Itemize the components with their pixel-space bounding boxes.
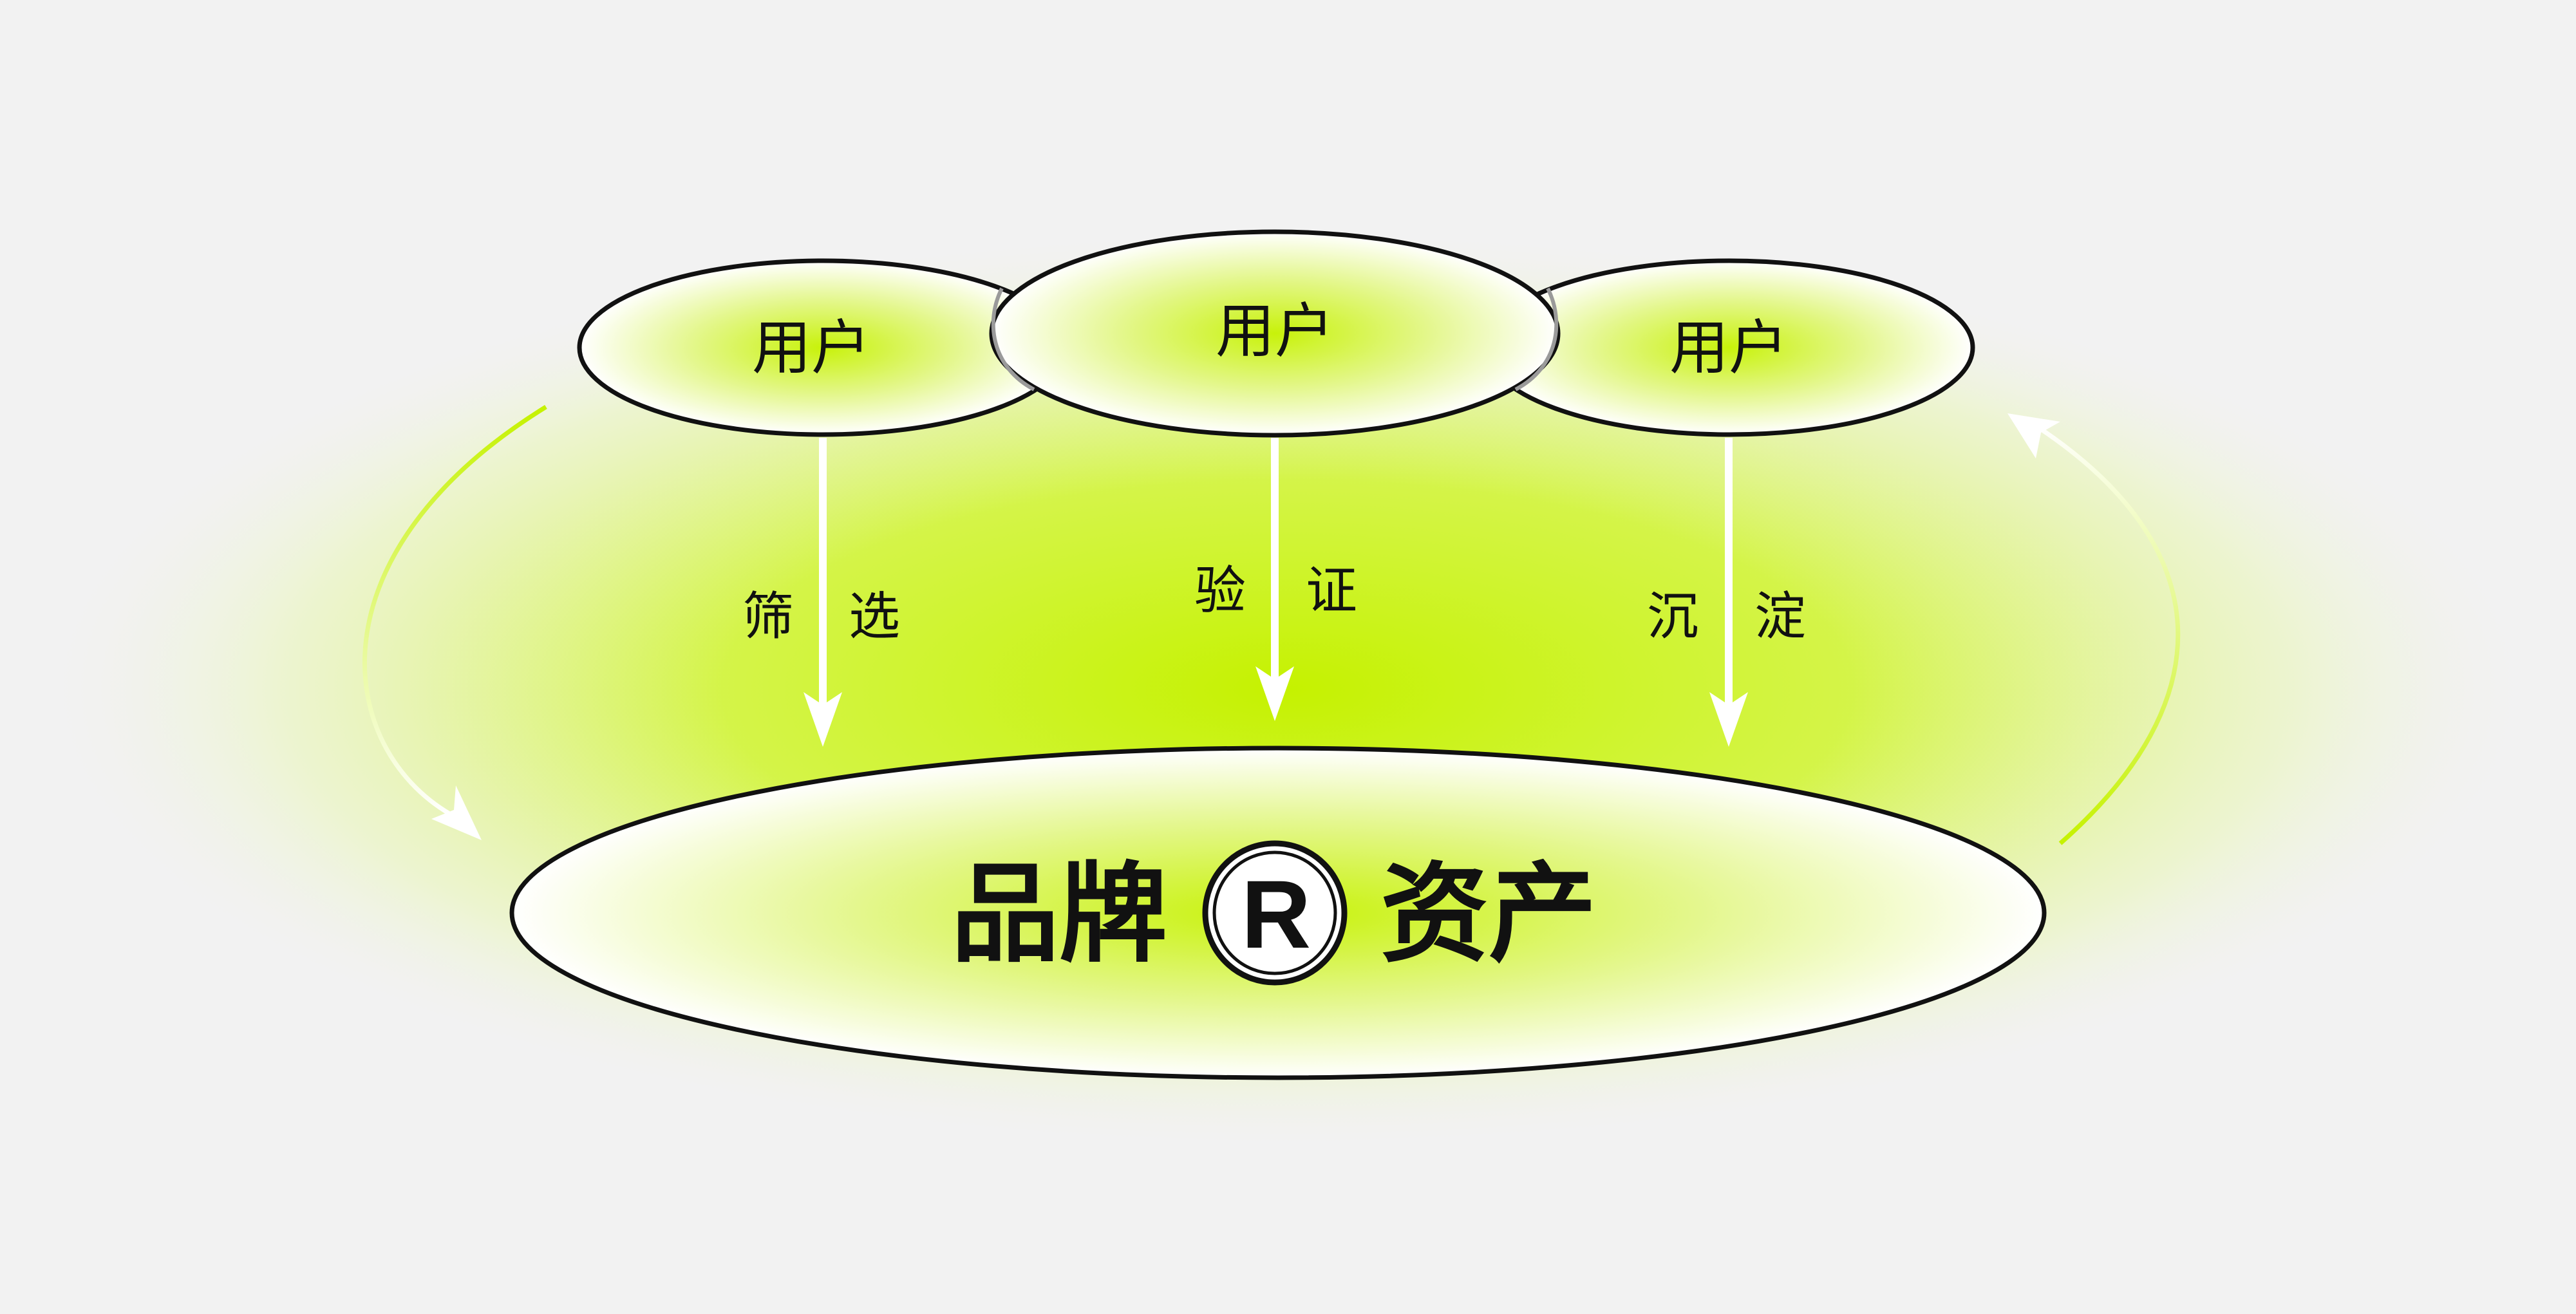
- user-node-2: [989, 229, 1561, 438]
- flow-1-label-left: 筛: [742, 587, 794, 646]
- registered-mark-letter: R: [1241, 860, 1311, 968]
- flow-arrow-1: [804, 438, 842, 747]
- right-cycle-arrowhead: [2007, 413, 2060, 458]
- flow-1-label-right: 选: [849, 587, 900, 646]
- overlap-arc-right: [1514, 287, 1559, 391]
- flow-3-label-right: 淀: [1754, 587, 1806, 646]
- flow-3-label-left: 沉: [1647, 587, 1698, 646]
- flow-2-label-left: 验: [1194, 561, 1246, 621]
- user-3-label: 用户: [1669, 314, 1788, 382]
- user-2-label: 用户: [1216, 297, 1334, 366]
- flow-arrow-3: [1709, 438, 1748, 747]
- registered-mark-inner-ring: [1212, 850, 1337, 975]
- left-cycle-curve: [362, 405, 547, 817]
- overlap-arc-left: [991, 287, 1035, 391]
- flow-arrow-2: [1255, 438, 1294, 721]
- asset-label-right: 资产: [1380, 851, 1597, 977]
- asset-label-left: 品牌: [951, 851, 1167, 977]
- flow-2-label-right: 证: [1306, 561, 1357, 621]
- left-cycle-arrowhead: [431, 785, 482, 840]
- user-1-label: 用户: [752, 314, 870, 382]
- registered-mark-circle: [1202, 840, 1348, 986]
- right-cycle-curve: [2033, 423, 2181, 845]
